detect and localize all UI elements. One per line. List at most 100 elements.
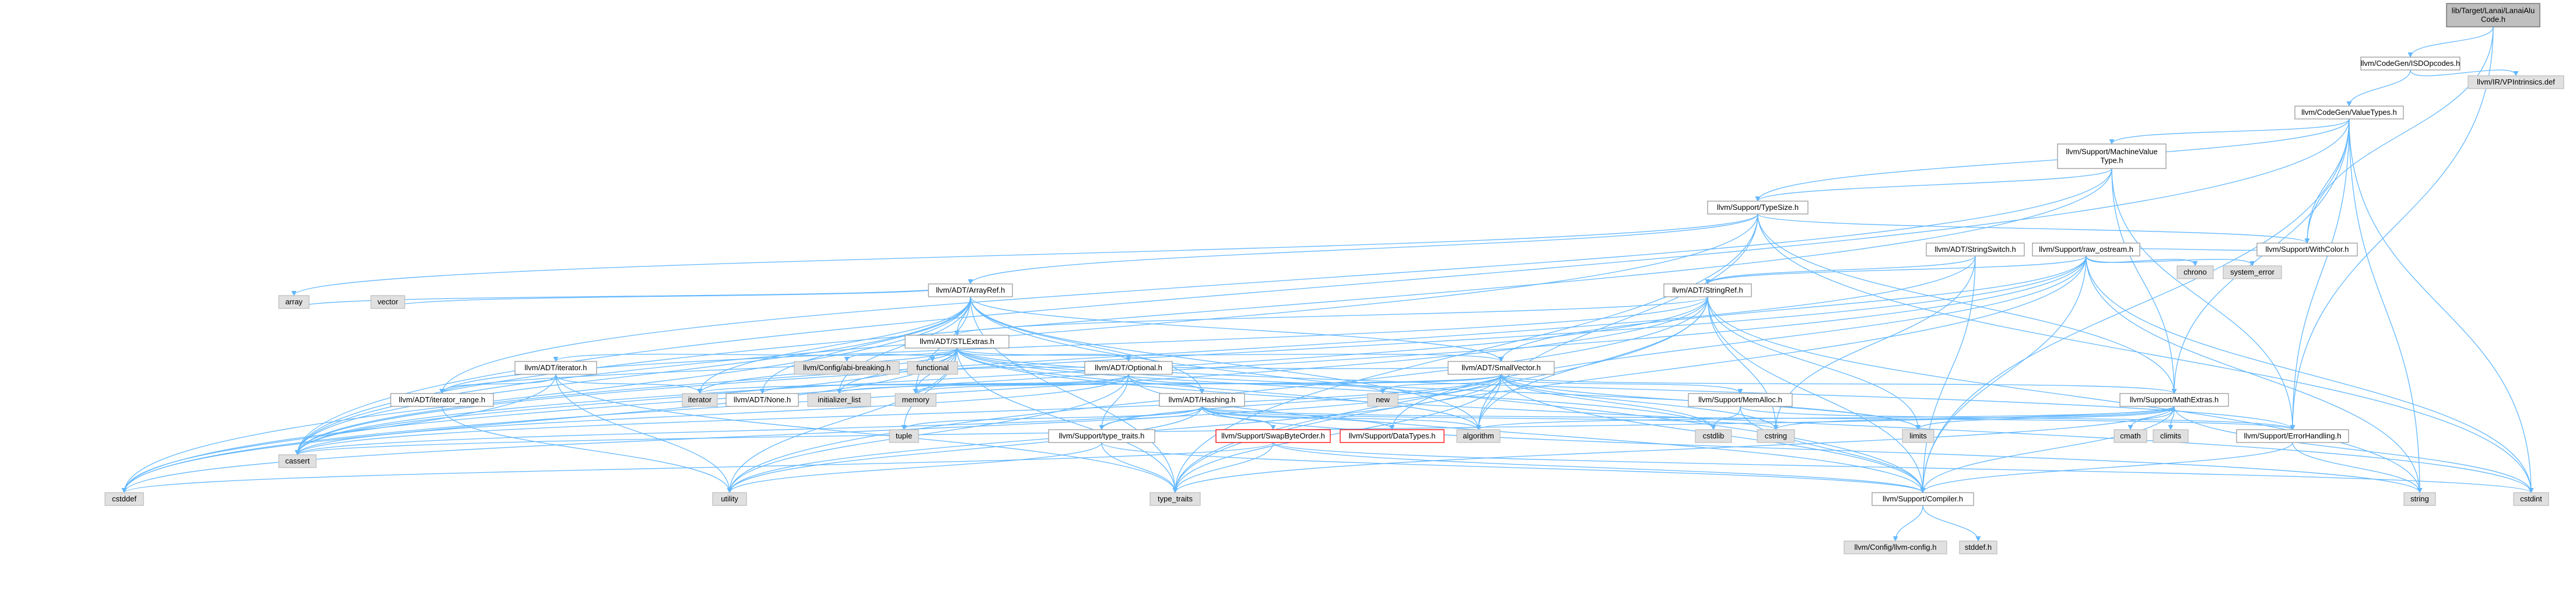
node-stddef[interactable]: stddef.h bbox=[1959, 540, 1997, 554]
edge-stlextras-to-cstdlib bbox=[956, 347, 1716, 430]
edge-typetraits-to-compiler bbox=[1101, 442, 1926, 493]
node-label: llvm/ADT/ArrayRef.h bbox=[936, 286, 1005, 294]
node-array[interactable]: array bbox=[278, 295, 310, 309]
node-compiler[interactable]: llvm/Support/Compiler.h bbox=[1871, 492, 1974, 506]
node-typesize[interactable]: llvm/Support/TypeSize.h bbox=[1707, 201, 1809, 215]
edge-swapbyte-to-cstdint bbox=[1273, 442, 2534, 493]
node-chrono[interactable]: chrono bbox=[2177, 265, 2214, 279]
node-cassert[interactable]: cassert bbox=[278, 454, 317, 468]
edge-mathextras-to-cstdint bbox=[2174, 406, 2534, 493]
edge-rawos-to-compiler bbox=[1920, 255, 2087, 493]
edge-hashing-to-tuple bbox=[901, 406, 1203, 430]
node-climits[interactable]: climits bbox=[2153, 429, 2189, 443]
node-new[interactable]: new bbox=[1367, 393, 1399, 407]
node-label: string bbox=[2410, 494, 2429, 503]
node-label: llvm/Support/MachineValue bbox=[2066, 148, 2157, 156]
node-label: Type.h bbox=[2100, 156, 2123, 165]
node-syserr[interactable]: system_error bbox=[2223, 265, 2282, 279]
node-label: llvm/ADT/StringRef.h bbox=[1672, 286, 1743, 294]
node-stringref[interactable]: llvm/ADT/StringRef.h bbox=[1663, 283, 1752, 297]
edge-cgvt-to-cstdint bbox=[2349, 118, 2534, 493]
node-vpint[interactable]: llvm/IR/VPIntrinsics.def bbox=[2468, 75, 2564, 89]
node-swapbyte[interactable]: llvm/Support/SwapByteOrder.h bbox=[1215, 429, 1331, 443]
node-typetraits[interactable]: llvm/Support/type_traits.h bbox=[1048, 429, 1155, 443]
node-rawos[interactable]: llvm/Support/raw_ostream.h bbox=[2032, 243, 2140, 257]
edge-compiler-to-llvmconfig bbox=[1892, 505, 1923, 542]
node-label: cstring bbox=[1765, 431, 1787, 440]
node-label: array bbox=[285, 297, 303, 306]
node-utility[interactable]: utility bbox=[712, 492, 747, 506]
node-mathextras[interactable]: llvm/Support/MathExtras.h bbox=[2119, 393, 2229, 407]
node-label: llvm/ADT/StringSwitch.h bbox=[1934, 245, 2016, 254]
edge-layer bbox=[121, 26, 2534, 542]
node-tuple[interactable]: tuple bbox=[889, 429, 919, 443]
node-cstring[interactable]: cstring bbox=[1757, 429, 1795, 443]
edge-memalloc-to-compiler bbox=[1740, 406, 1926, 493]
edge-mathextras-to-type_traits bbox=[1172, 406, 2175, 493]
edge-typesize-to-withcolor bbox=[1757, 213, 2310, 244]
node-box bbox=[1367, 393, 1399, 407]
edge-hashing-to-typetraits bbox=[1099, 406, 1203, 430]
node-box bbox=[278, 454, 317, 468]
node-functional[interactable]: functional bbox=[907, 361, 958, 375]
node-label: functional bbox=[916, 363, 949, 372]
node-box bbox=[1663, 283, 1752, 297]
node-box bbox=[1843, 540, 1947, 554]
node-memory[interactable]: memory bbox=[895, 393, 937, 407]
node-iterrange[interactable]: llvm/ADT/iterator_range.h bbox=[390, 393, 494, 407]
node-box bbox=[682, 393, 718, 407]
edge-smallvec-to-algorithm bbox=[1475, 374, 1502, 430]
edge-stlextras-to-tuple bbox=[901, 347, 958, 430]
node-cgvt[interactable]: llvm/CodeGen/ValueTypes.h bbox=[2294, 106, 2404, 120]
node-llvmconfig[interactable]: llvm/Config/llvm-config.h bbox=[1843, 540, 1947, 554]
edge-hashing-to-cstring bbox=[1201, 406, 1779, 430]
node-box bbox=[2236, 429, 2349, 443]
node-vector[interactable]: vector bbox=[370, 295, 405, 309]
node-algorithm[interactable]: algorithm bbox=[1456, 429, 1501, 443]
node-limits[interactable]: limits bbox=[1902, 429, 1934, 443]
node-box bbox=[2057, 143, 2167, 169]
edge-smallvec-to-type_traits bbox=[1172, 374, 1502, 493]
edge-smallvec-to-new bbox=[1380, 374, 1502, 394]
node-cstdint[interactable]: cstdint bbox=[2513, 492, 2549, 506]
node-label: algorithm bbox=[1463, 431, 1494, 440]
edge-stlextras-to-algorithm bbox=[956, 347, 1481, 430]
node-smallvec[interactable]: llvm/ADT/SmallVector.h bbox=[1448, 361, 1555, 375]
node-datatypes[interactable]: llvm/Support/DataTypes.h bbox=[1340, 429, 1445, 443]
node-adtiter[interactable]: llvm/ADT/iterator.h bbox=[514, 361, 597, 375]
edge-typesize-to-cstdint bbox=[1757, 213, 2534, 493]
node-box bbox=[1149, 492, 1201, 506]
node-type_traits[interactable]: type_traits bbox=[1149, 492, 1201, 506]
node-strswitch[interactable]: llvm/ADT/StringSwitch.h bbox=[1926, 243, 2025, 257]
edge-hashing-to-datatypes bbox=[1201, 406, 1395, 430]
node-box bbox=[2513, 492, 2549, 506]
node-box bbox=[1926, 243, 2025, 257]
edge-arrayref-to-iterator bbox=[697, 296, 971, 394]
node-box bbox=[370, 295, 405, 309]
node-initlist[interactable]: initializer_list bbox=[807, 393, 871, 407]
edge-rawos-to-syserr bbox=[2086, 255, 2255, 266]
node-isd[interactable]: llvm/CodeGen/ISDOpcodes.h bbox=[2360, 57, 2461, 71]
node-abibreak[interactable]: llvm/Config/abi-breaking.h bbox=[794, 361, 900, 375]
edge-arrayref-to-type_traits bbox=[970, 296, 1178, 493]
node-hashing[interactable]: llvm/ADT/Hashing.h bbox=[1159, 393, 1245, 407]
edge-arrayref-to-cassert bbox=[295, 296, 971, 455]
node-cmath[interactable]: cmath bbox=[2114, 429, 2147, 443]
edge-adtiter-to-cstddef bbox=[121, 374, 556, 493]
node-string[interactable]: string bbox=[2403, 492, 2436, 506]
node-optional[interactable]: llvm/ADT/Optional.h bbox=[1084, 361, 1173, 375]
node-iterator[interactable]: iterator bbox=[682, 393, 718, 407]
node-label: initializer_list bbox=[818, 395, 861, 404]
node-arrayref[interactable]: llvm/ADT/ArrayRef.h bbox=[928, 283, 1013, 297]
node-cstddef[interactable]: cstddef bbox=[104, 492, 144, 506]
node-withcolor[interactable]: llvm/Support/WithColor.h bbox=[2256, 243, 2358, 257]
node-box bbox=[807, 393, 871, 407]
node-none[interactable]: llvm/ADT/None.h bbox=[726, 393, 799, 407]
node-memalloc[interactable]: llvm/Support/MemAlloc.h bbox=[1688, 393, 1793, 407]
node-stlextras[interactable]: llvm/ADT/STLExtras.h bbox=[905, 335, 1010, 349]
edge-hashing-to-algorithm bbox=[1201, 406, 1481, 430]
node-cstdlib[interactable]: cstdlib bbox=[1695, 429, 1732, 443]
node-errhandling[interactable]: llvm/Support/ErrorHandling.h bbox=[2236, 429, 2349, 443]
